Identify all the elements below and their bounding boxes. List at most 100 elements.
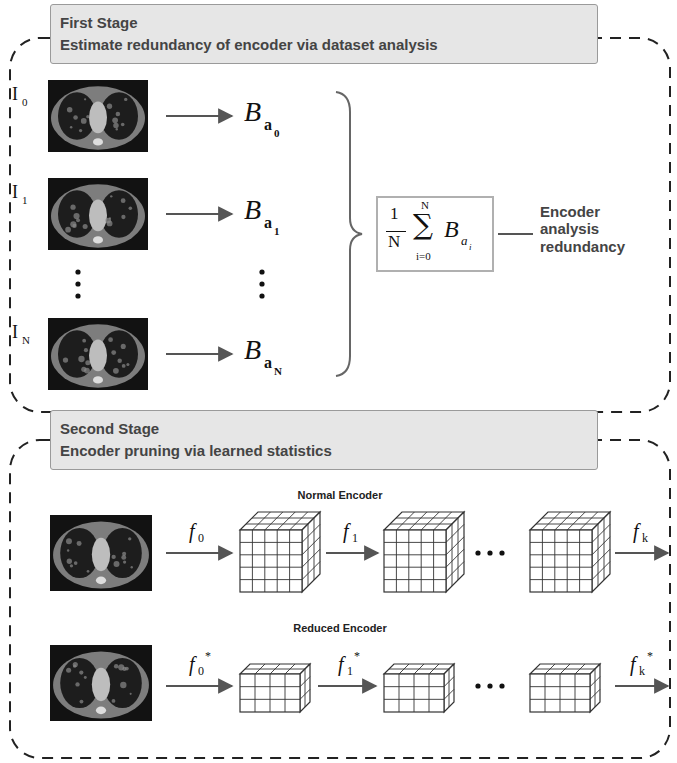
ct-speckle [66, 538, 72, 544]
cube-front [530, 674, 590, 712]
cube-grid [289, 530, 290, 592]
ellipsis-dot [259, 269, 264, 274]
ct-scan-image [48, 80, 148, 152]
cube-grid [396, 518, 458, 580]
ct-spine [96, 707, 106, 715]
ct-speckle [70, 221, 76, 227]
ct-speckle [73, 664, 76, 667]
ct-speckle [84, 676, 87, 679]
superscript: * [647, 650, 653, 664]
cube-grid [246, 524, 308, 586]
ct-speckle [121, 215, 125, 219]
ct-speckle [84, 348, 88, 352]
fraction-bar [386, 231, 406, 232]
ellipsis-dot [475, 550, 480, 555]
math-symbol: B [244, 334, 261, 366]
subscript: 0 [22, 96, 28, 109]
ellipsis-dot [487, 550, 492, 555]
cube-grid [434, 512, 452, 530]
flow-arrow [615, 685, 668, 687]
ct-speckle [65, 227, 71, 233]
ct-speckle [113, 123, 118, 128]
ct-speckle [111, 350, 116, 355]
ct-spine [96, 577, 106, 585]
ct-speckle [107, 104, 112, 109]
ct-speckle [70, 564, 73, 567]
ct-speckle [130, 693, 132, 695]
ct-speckle [74, 561, 78, 565]
ellipsis-dot [75, 269, 80, 274]
cube-grid [567, 530, 568, 592]
feature-cube [530, 512, 610, 592]
flow-arrow [615, 552, 668, 554]
ct-speckle [85, 360, 90, 365]
ct-heart [92, 668, 110, 701]
ct-speckle [125, 667, 129, 671]
cube-grid [384, 677, 454, 687]
cube-grid [390, 524, 452, 586]
ct-speckle [63, 357, 68, 362]
ct-speckle [121, 123, 125, 127]
ct-speckle [108, 337, 113, 342]
image-index: I [12, 322, 18, 343]
ct-body [51, 184, 145, 247]
ct-speckle [82, 339, 86, 343]
feature-cube [240, 664, 310, 712]
stage-header: Second StageEncoder pruning via learned … [50, 410, 598, 470]
image-index: I [12, 182, 18, 203]
ct-scan-image [48, 318, 148, 390]
ct-background [48, 80, 148, 152]
ellipsis-dot [75, 293, 80, 298]
ct-body [51, 86, 145, 149]
cube-grid [255, 674, 256, 712]
ct-speckle [81, 118, 87, 124]
ct-speckle [122, 364, 126, 368]
ellipsis-dot [499, 683, 504, 688]
ct-speckle [73, 662, 78, 667]
subscript: 0 [274, 127, 280, 140]
function-label: f [338, 653, 344, 676]
cube-front [240, 674, 300, 712]
superscript: * [354, 650, 360, 664]
ct-speckle [123, 560, 126, 563]
ct-speckle [118, 664, 124, 670]
stage-title: First Stage [60, 12, 588, 34]
subscript: 1 [22, 194, 28, 207]
row-title: Normal Encoder [240, 489, 440, 502]
subscript: a [264, 354, 272, 372]
ct-speckle [117, 359, 121, 363]
subscript: k [642, 532, 648, 546]
cube-grid [277, 530, 278, 592]
subscript: 1 [352, 532, 358, 546]
image-index: I [12, 84, 18, 105]
ellipsis-dot [475, 683, 480, 688]
stage-region [10, 38, 670, 412]
ct-speckle [122, 552, 126, 556]
ct-speckle [79, 670, 83, 674]
ct-speckle [120, 682, 126, 688]
ct-heart [89, 200, 107, 232]
cube-grid [252, 518, 314, 580]
ct-speckle [86, 115, 89, 118]
formula-term: ∑ [413, 210, 433, 241]
superscript: * [205, 650, 211, 664]
ct-speckle [116, 112, 121, 117]
stage-header: First StageEstimate redundancy of encode… [50, 4, 598, 64]
ct-heart [92, 538, 110, 571]
cube-grid [264, 530, 265, 592]
ct-speckle [129, 206, 133, 210]
ct-speckle [126, 363, 129, 366]
subscript: N [22, 334, 30, 347]
cube-grid [240, 677, 310, 687]
formula-term: N [388, 233, 400, 252]
cube-grid [554, 530, 555, 592]
function-label: f [633, 520, 639, 543]
cube-grid [530, 689, 600, 699]
ct-speckle [87, 570, 90, 573]
ct-speckle [72, 224, 76, 228]
stage-region [10, 440, 670, 758]
cube-grid [408, 530, 409, 592]
annotation: Encoder analysis redundancy [540, 203, 648, 255]
flow-arrow [166, 552, 232, 554]
